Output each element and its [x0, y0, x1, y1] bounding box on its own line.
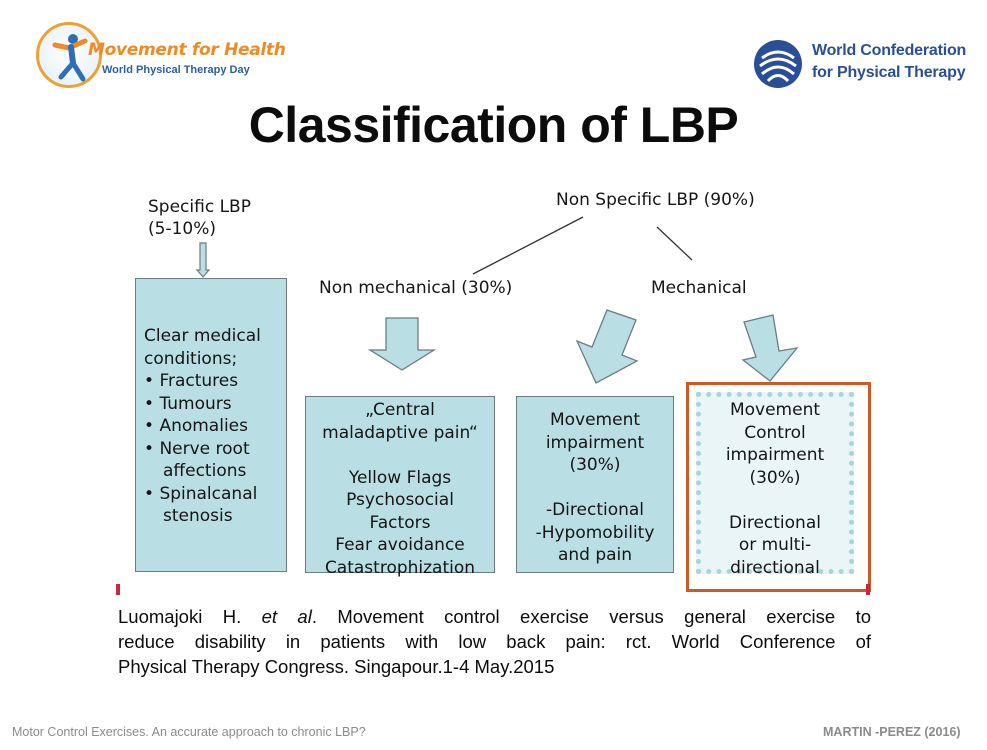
wcpt-logo: World Confederation for Physical Therapy: [752, 38, 972, 98]
logo-left-line1: Movement for Health: [88, 40, 286, 60]
box-line: Catastrophization: [324, 557, 476, 578]
red-mark-left: [116, 584, 120, 595]
running-figure-icon: [36, 22, 102, 88]
box-line: [701, 489, 849, 512]
movement-for-health-logo: Movement for Health World Physical Thera…: [36, 22, 286, 92]
box-line: (30%): [749, 467, 801, 488]
box-movement-impairment: Movement impairment (30%) -Directional -…: [516, 396, 674, 573]
bullet-text: Nerve root: [159, 438, 250, 459]
box-line: -Directional: [545, 500, 645, 520]
box-line: impairment: [545, 432, 645, 453]
box-line: Directional: [729, 512, 821, 533]
box-line: Clear medical: [144, 326, 261, 346]
bullet-item: • Nerve root: [144, 438, 250, 459]
box-line: directional: [730, 557, 820, 578]
citation-etal: et al: [261, 606, 312, 627]
citation-author: Luomajoki H.: [118, 606, 262, 627]
arrow-movement-impairment: [575, 309, 639, 384]
connector-to-nonmechanical: [472, 216, 584, 275]
footer-right: MARTIN -PEREZ (2016): [823, 725, 961, 739]
box-line: [306, 444, 494, 467]
box-specific-lbp: Clear medical conditions; • Fractures • …: [135, 278, 287, 572]
arrow-movement-control: [741, 314, 799, 382]
specific-lbp-label-line2: (5-10%): [148, 219, 216, 239]
highlight-frame: [686, 382, 871, 592]
citation-line-1: Luomajoki H. et al. Movement control exe…: [118, 604, 871, 629]
bullet-item: • Spinalcanal: [144, 483, 258, 504]
box-line: Yellow Flags: [348, 467, 452, 488]
box-line: conditions;: [144, 348, 238, 369]
logo-right-line1: World Confederation: [812, 42, 967, 59]
mechanical-label: Mechanical: [651, 278, 747, 298]
box-line: Control: [744, 422, 806, 443]
box-central-maladaptive-pain: „Central maladaptive pain“ Yellow Flags …: [305, 396, 495, 578]
footer-left: Motor Control Exercises. An accurate app…: [12, 725, 366, 739]
citation-line-3: Physical Therapy Congress. Singapour.1-4…: [118, 656, 555, 677]
box-line: or multi-: [738, 535, 812, 555]
box-line: Psychosocial: [346, 490, 454, 510]
box-line: Fear avoidance: [335, 535, 465, 555]
logo-right-line2: for Physical Therapy: [812, 64, 966, 81]
box-line: Movement: [729, 400, 821, 420]
specific-lbp-label-line1: Specific LBP: [148, 197, 251, 217]
bullet-text: Fractures: [159, 371, 239, 391]
bullet-continuation: affections: [163, 461, 247, 481]
bullet-item: • Anomalies: [144, 416, 248, 436]
arrow-specific: [195, 242, 211, 278]
arrow-central: [367, 317, 437, 371]
bullet-item: • Fractures: [144, 371, 239, 391]
box-line: -Hypomobility: [535, 522, 655, 543]
box-line: [517, 477, 673, 500]
box-line: (30%): [569, 455, 621, 475]
bullet-continuation: stenosis: [163, 506, 233, 526]
box-line: „Central: [365, 400, 435, 420]
box-line: Factors: [369, 512, 431, 533]
box-line: Movement: [549, 410, 641, 430]
page-title: Classification of LBP: [248, 97, 739, 153]
box-line: maladaptive pain“: [322, 422, 478, 443]
box-line: impairment: [725, 445, 825, 465]
bullet-text: Tumours: [159, 393, 232, 414]
logo-left-line2: World Physical Therapy Day: [102, 64, 250, 76]
globe-swirl-icon: [754, 40, 802, 88]
citation-text: . Movement control exercise versus gener…: [311, 606, 871, 627]
bullet-text: Spinalcanal: [159, 483, 258, 504]
nonspecific-lbp-label: Non Specific LBP (90%): [556, 190, 755, 210]
bullet-text: Anomalies: [159, 416, 248, 436]
nonmechanical-label: Non mechanical (30%): [319, 278, 513, 298]
box-movement-control-impairment: Movement Control impairment (30%) Direct…: [696, 392, 854, 578]
citation: Luomajoki H. et al. Movement control exe…: [118, 604, 871, 679]
bullet-item: • Tumours: [144, 393, 232, 414]
box-line: and pain: [557, 545, 633, 565]
red-mark-right: [866, 584, 870, 595]
connector-to-mechanical: [656, 226, 693, 261]
specific-lbp-label: Specific LBP (5-10%): [148, 196, 251, 240]
citation-line-2: reduce disability in patients with low b…: [118, 631, 871, 652]
